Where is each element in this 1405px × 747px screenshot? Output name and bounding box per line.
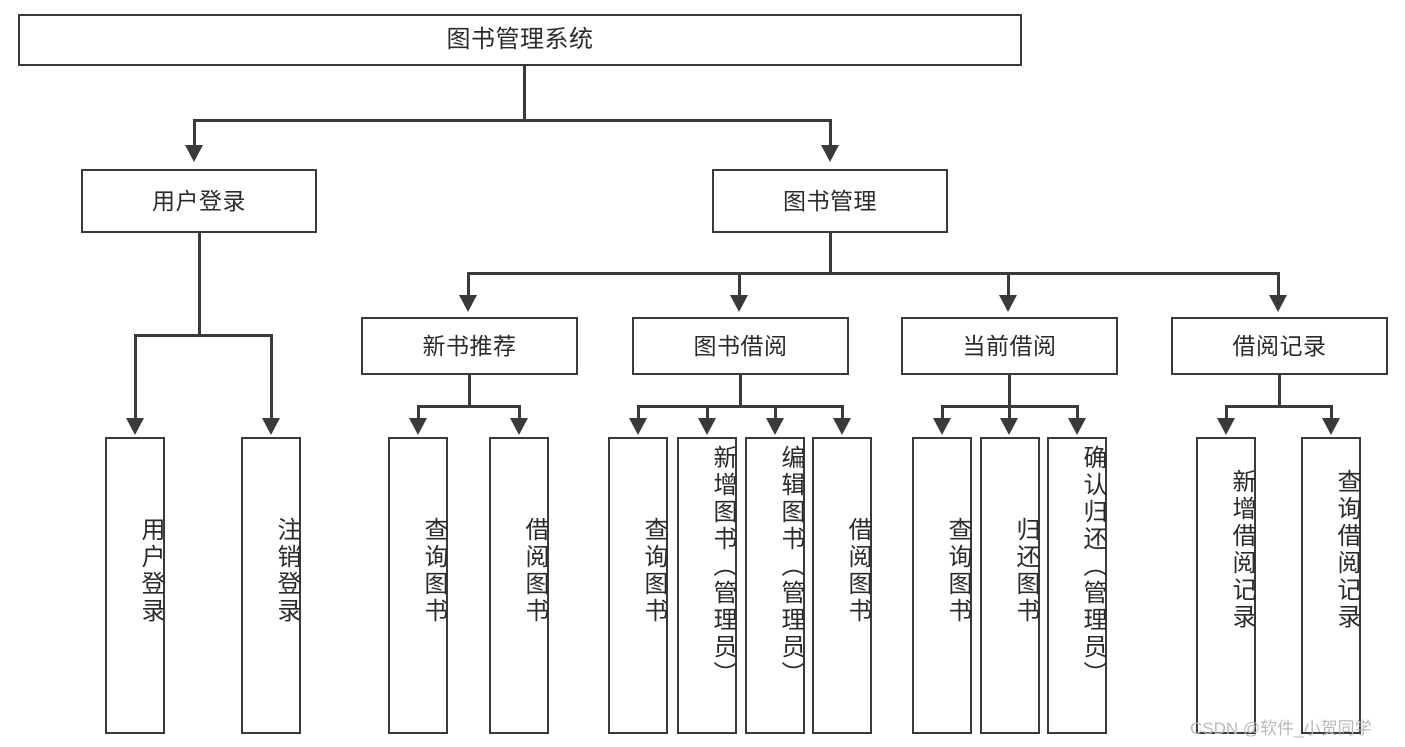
- connector-borrowrecord-drop-1: [1225, 405, 1228, 420]
- arrowhead-borrowrecord-2: [1322, 418, 1340, 435]
- node-label: 图书借阅: [693, 332, 788, 359]
- connector-bookborrow-drop-2: [706, 405, 709, 420]
- connector-root-stem: [523, 66, 526, 119]
- node-borrow-record[interactable]: 借阅记录: [1171, 317, 1388, 375]
- leaf-query-borrow-record[interactable]: 查询借阅记录: [1301, 437, 1361, 734]
- arrowhead-userlogin-1: [126, 418, 144, 435]
- leaf-confirm-return-admin[interactable]: 确认归还（管理员）: [1047, 437, 1107, 734]
- node-user-login[interactable]: 用户登录: [81, 169, 317, 233]
- leaf-add-borrow-record[interactable]: 新增借阅记录: [1196, 437, 1256, 734]
- connector-newbook-drop-1: [417, 405, 420, 420]
- node-label: 借阅记录: [1232, 332, 1327, 359]
- leaf-add-book-admin[interactable]: 新增图书（管理员）: [677, 437, 737, 734]
- arrowhead-to-userlogin: [185, 145, 203, 162]
- connector-bookmgmt-drop-3: [1007, 272, 1010, 297]
- arrowhead-bookmgmt-3: [999, 295, 1017, 312]
- connector-currentborrow-drop-1: [941, 405, 944, 420]
- arrowhead-bookborrow-2: [698, 418, 716, 435]
- leaf-user-login[interactable]: 用户登录: [105, 437, 165, 734]
- node-label: 图书管理: [783, 187, 877, 214]
- connector-bookborrow-drop-3: [774, 405, 777, 420]
- node-book-borrow[interactable]: 图书借阅: [632, 317, 849, 375]
- connector-bookborrow-bus: [637, 405, 842, 408]
- node-root-system[interactable]: 图书管理系统: [18, 14, 1022, 66]
- connector-borrowrecord-stem: [1278, 375, 1281, 405]
- node-label: 用户登录: [137, 517, 164, 625]
- connector-newbook-stem: [468, 375, 471, 405]
- node-label: 确认归还（管理员）: [1079, 445, 1106, 688]
- leaf-edit-book-admin[interactable]: 编辑图书（管理员）: [745, 437, 805, 734]
- node-label: 新增借阅记录: [1228, 469, 1255, 631]
- arrowhead-bookmgmt-2: [730, 295, 748, 312]
- arrowhead-to-bookmgmt: [821, 145, 839, 162]
- connector-currentborrow-stem: [1008, 375, 1011, 405]
- connector-currentborrow-drop-2: [1008, 405, 1011, 420]
- connector-root-to-bookmgmt: [829, 119, 832, 147]
- connector-newbook-bus: [417, 405, 520, 408]
- arrowhead-bookborrow-3: [766, 418, 784, 435]
- arrowhead-bookborrow-1: [629, 418, 647, 435]
- connector-userlogin-drop-2: [270, 334, 273, 420]
- node-label: 编辑图书（管理员）: [777, 445, 804, 688]
- connector-bookmgmt-drop-4: [1277, 272, 1280, 297]
- connector-borrowrecord-drop-2: [1330, 405, 1333, 420]
- connector-bookmgmt-bus: [467, 272, 1279, 275]
- node-label: 借阅图书: [521, 517, 548, 625]
- connector-bookborrow-drop-1: [637, 405, 640, 420]
- watermark-credit: CSDN @软件_小贺同学: [1190, 719, 1372, 738]
- node-label: 借阅图书: [844, 517, 871, 625]
- node-new-book-recommend[interactable]: 新书推荐: [361, 317, 578, 375]
- connector-bookborrow-stem: [739, 375, 742, 405]
- connector-root-bus: [193, 119, 831, 122]
- node-label: 查询借阅记录: [1333, 469, 1360, 631]
- connector-bookmgmt-drop-1: [467, 272, 470, 297]
- arrowhead-borrowrecord-1: [1217, 418, 1235, 435]
- connector-bookborrow-drop-4: [841, 405, 844, 420]
- connector-currentborrow-drop-3: [1076, 405, 1079, 420]
- leaf-borrow-book-newbook[interactable]: 借阅图书: [489, 437, 549, 734]
- connector-borrowrecord-bus: [1225, 405, 1332, 408]
- leaf-query-book-newbook[interactable]: 查询图书: [388, 437, 448, 734]
- leaf-logout[interactable]: 注销登录: [241, 437, 301, 734]
- connector-userlogin-bus: [134, 334, 272, 337]
- node-label: 查询图书: [944, 517, 971, 625]
- node-label: 新书推荐: [422, 332, 517, 359]
- arrowhead-bookmgmt-1: [459, 295, 477, 312]
- connector-userlogin-stem: [198, 233, 201, 334]
- node-label: 当前借阅: [962, 332, 1057, 359]
- node-label: 查询图书: [420, 517, 447, 625]
- node-label: 图书管理系统: [446, 26, 594, 53]
- arrowhead-bookmgmt-4: [1269, 295, 1287, 312]
- arrowhead-currentborrow-3: [1068, 418, 1086, 435]
- connector-userlogin-drop-1: [134, 334, 137, 420]
- connector-newbook-drop-2: [518, 405, 521, 420]
- node-label: 注销登录: [273, 517, 300, 625]
- arrowhead-bookborrow-4: [833, 418, 851, 435]
- node-label: 查询图书: [640, 517, 667, 625]
- node-label: 归还图书: [1012, 517, 1039, 625]
- connector-bookmgmt-stem: [829, 233, 832, 272]
- arrowhead-currentborrow-2: [1000, 418, 1018, 435]
- arrowhead-userlogin-2: [262, 418, 280, 435]
- leaf-borrow-book-borrow[interactable]: 借阅图书: [812, 437, 872, 734]
- node-book-management[interactable]: 图书管理: [712, 169, 948, 233]
- connector-root-to-userlogin: [193, 119, 196, 147]
- arrowhead-newbook-2: [510, 418, 528, 435]
- node-label: 用户登录: [152, 187, 246, 214]
- leaf-query-book-borrow[interactable]: 查询图书: [608, 437, 668, 734]
- leaf-return-book[interactable]: 归还图书: [980, 437, 1040, 734]
- node-label: 新增图书（管理员）: [709, 445, 736, 688]
- arrowhead-currentborrow-1: [933, 418, 951, 435]
- connector-bookmgmt-drop-2: [738, 272, 741, 297]
- leaf-query-book-current[interactable]: 查询图书: [912, 437, 972, 734]
- arrowhead-newbook-1: [409, 418, 427, 435]
- node-current-borrow[interactable]: 当前借阅: [901, 317, 1118, 375]
